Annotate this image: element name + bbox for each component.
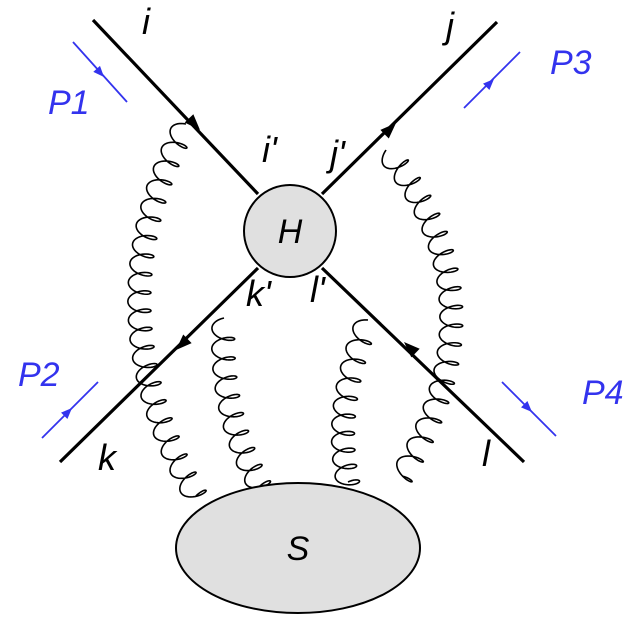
gluon-right-outer <box>381 149 464 483</box>
label-p2: P2 <box>18 356 60 394</box>
fermion-line-l <box>320 266 526 464</box>
momentum-arrow-p2 <box>41 381 99 439</box>
arrow-j <box>380 123 396 139</box>
label-i: i <box>142 1 151 42</box>
label-j-prime: j' <box>325 133 346 174</box>
momentum-arrow-p1 <box>72 41 128 103</box>
hard-vertex-circle <box>243 184 337 278</box>
leg-labels: i j k l i' j' k' l' <box>98 1 491 478</box>
arrow-i <box>184 114 200 130</box>
momentum-arrow-p4 <box>501 381 557 437</box>
gluon-lines <box>127 122 464 498</box>
soft-blob: S <box>175 482 421 614</box>
label-l-prime: l' <box>310 269 326 310</box>
fermion-line-k <box>58 266 260 464</box>
fermion-line-j <box>320 20 499 196</box>
soft-blob-ellipse <box>175 482 421 614</box>
label-p1: P1 <box>48 84 90 122</box>
gluon-inner-left <box>210 317 272 489</box>
fermion-line-i <box>91 18 260 196</box>
arrow-k <box>176 334 192 350</box>
label-p3: P3 <box>550 44 592 82</box>
momentum-arrow-p3 <box>463 51 521 109</box>
soft-blob-label: S <box>287 530 310 568</box>
arrow-l <box>404 342 420 358</box>
label-p4: P4 <box>582 374 624 412</box>
gluon-inner-right <box>330 319 373 486</box>
momentum-arrows <box>41 41 557 439</box>
gluon-left-outer <box>127 122 207 498</box>
fermion-arrows <box>176 114 420 358</box>
label-k-prime: k' <box>246 273 272 314</box>
hard-vertex: H <box>243 184 337 278</box>
momentum-labels: P1 P3 P2 P4 <box>18 44 624 412</box>
label-l: l <box>482 433 491 474</box>
label-k: k <box>98 437 118 478</box>
label-j: j <box>441 5 455 46</box>
label-i-prime: i' <box>262 129 278 170</box>
fermion-lines <box>58 18 526 464</box>
hard-vertex-label: H <box>278 213 303 251</box>
